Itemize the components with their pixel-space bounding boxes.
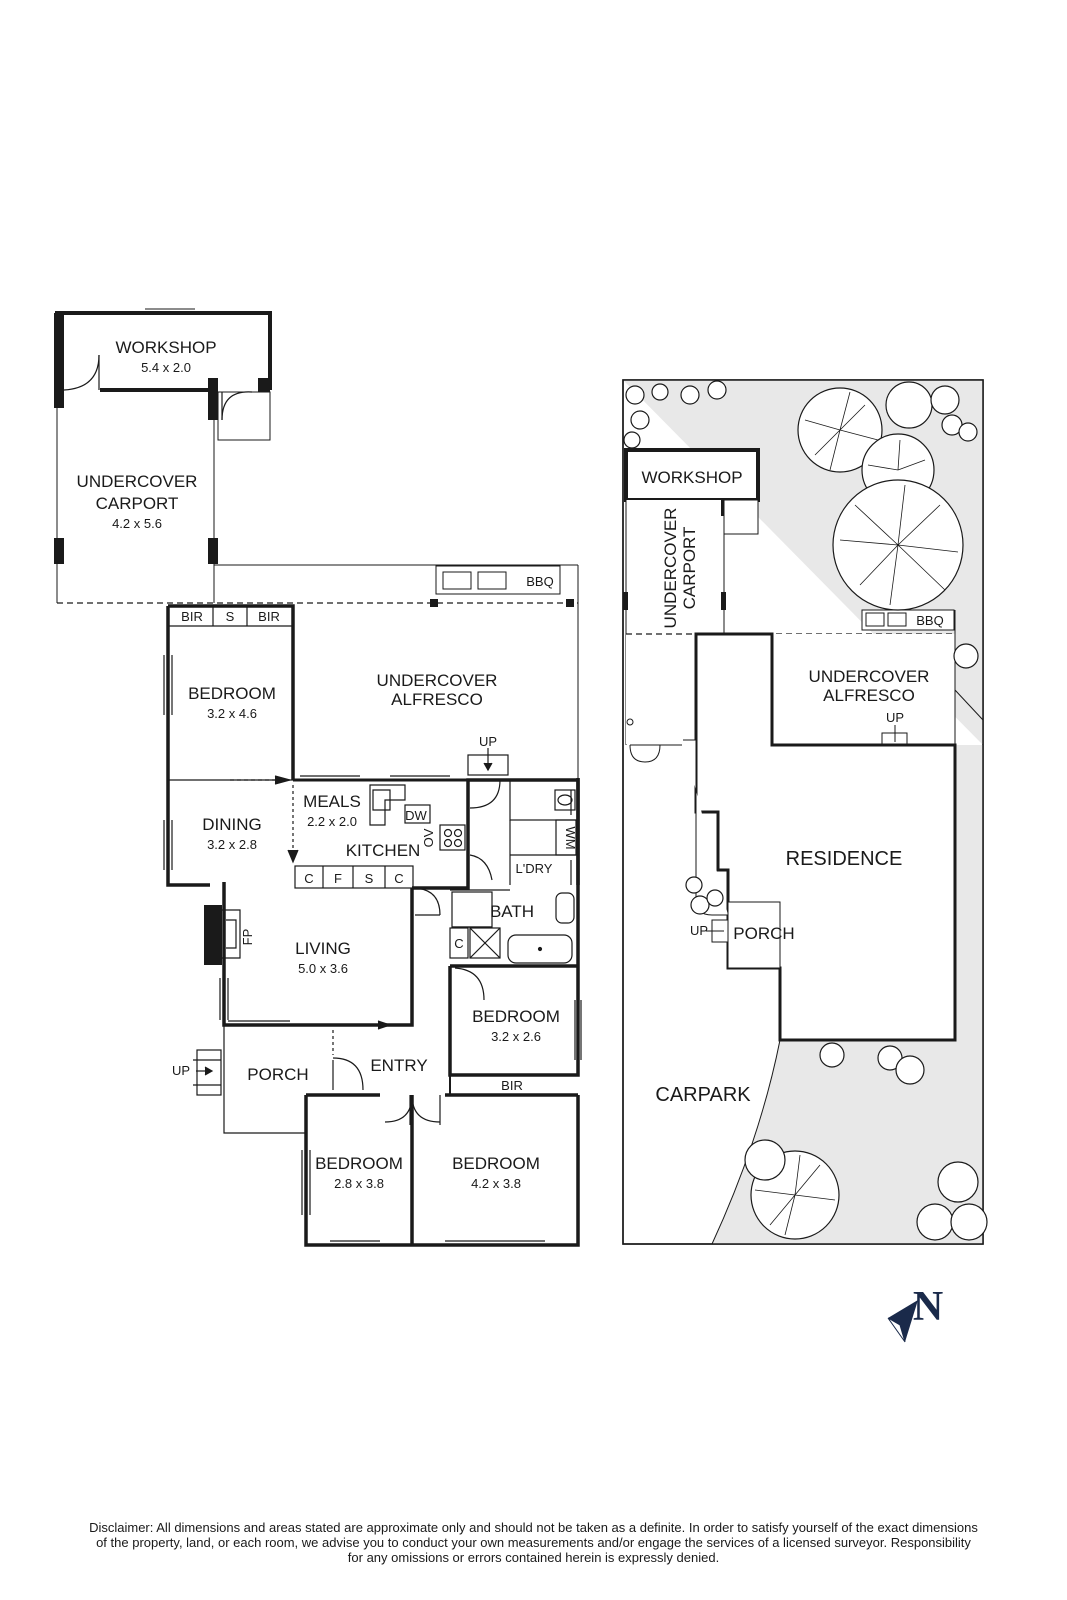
- label-carport-1: UNDERCOVER: [77, 472, 198, 491]
- floor-plan-labels: WORKSHOP 5.4 x 2.0 UNDERCOVER CARPORT 4.…: [77, 338, 578, 1191]
- carport-area: [54, 408, 579, 778]
- north-compass[interactable]: N: [887, 1284, 943, 1343]
- site-label-carpark: CARPARK: [655, 1084, 751, 1106]
- label-bir-1: BIR: [181, 609, 203, 624]
- compass-north-letter: N: [913, 1284, 943, 1330]
- label-dining: DINING: [202, 815, 262, 834]
- dims-bedroom-3: 2.8 x 3.8: [334, 1176, 384, 1191]
- label-up-alfresco: UP: [479, 734, 497, 749]
- site-label-bbq: BBQ: [916, 613, 943, 628]
- label-porch: PORCH: [247, 1065, 308, 1084]
- dims-bedroom-4: 4.2 x 3.8: [471, 1176, 521, 1191]
- site-plan: [622, 379, 988, 1245]
- disclaimer-line-1: Disclaimer: All dimensions and areas sta…: [89, 1520, 978, 1535]
- site-label-up-alfresco: UP: [886, 710, 904, 725]
- label-up-porch: UP: [172, 1063, 190, 1078]
- label-fireplace: FP: [240, 929, 255, 946]
- site-label-alfresco-2: ALFRESCO: [823, 686, 915, 705]
- site-label-carport-1: UNDERCOVER: [661, 508, 680, 629]
- label-kitchen: KITCHEN: [346, 841, 421, 860]
- dims-workshop: 5.4 x 2.0: [141, 360, 191, 375]
- label-bir-2: BIR: [258, 609, 280, 624]
- label-shelf: S: [226, 609, 235, 624]
- house-walls: [166, 604, 580, 1247]
- label-bbq: BBQ: [526, 574, 553, 589]
- label-bath: BATH: [490, 902, 534, 921]
- label-bedroom-4: BEDROOM: [452, 1154, 540, 1173]
- internal-details: [163, 606, 582, 1242]
- label-meals: MEALS: [303, 792, 361, 811]
- dims-meals: 2.2 x 2.0: [307, 814, 357, 829]
- site-label-workshop: WORKSHOP: [641, 468, 742, 487]
- tree-branches: [754, 391, 959, 1236]
- dims-bedroom-1: 3.2 x 4.6: [207, 706, 257, 721]
- label-cupboard-bath: C: [454, 936, 463, 951]
- label-alfresco-1: UNDERCOVER: [377, 671, 498, 690]
- site-label-up-porch: UP: [690, 923, 708, 938]
- dims-bedroom-2: 3.2 x 2.6: [491, 1029, 541, 1044]
- site-label-porch: PORCH: [733, 924, 794, 943]
- label-laundry: L'DRY: [516, 861, 553, 876]
- label-oven: OV: [421, 828, 436, 847]
- site-label-alfresco-1: UNDERCOVER: [809, 667, 930, 686]
- label-alfresco-2: ALFRESCO: [391, 690, 483, 709]
- disclaimer-line-2: of the property, land, or each room, we …: [96, 1535, 971, 1550]
- label-cupboard-1: C: [304, 871, 313, 886]
- disclaimer-line-3: for any omissions or errors contained he…: [347, 1550, 720, 1565]
- label-living: LIVING: [295, 939, 351, 958]
- dims-dining: 3.2 x 2.8: [207, 837, 257, 852]
- label-cupboard-2: C: [394, 871, 403, 886]
- label-bedroom-3: BEDROOM: [315, 1154, 403, 1173]
- site-plan-labels: WORKSHOP UNDERCOVER CARPORT BBQ UNDERCOV…: [641, 468, 943, 1106]
- workshop-room: [54, 308, 272, 441]
- label-sink: S: [365, 871, 374, 886]
- floor-plan: [54, 308, 582, 1247]
- label-bedroom-2: BEDROOM: [472, 1007, 560, 1026]
- disclaimer: Disclaimer: All dimensions and areas sta…: [14, 1520, 1053, 1565]
- label-carport-2: CARPORT: [96, 494, 179, 513]
- dims-carport: 4.2 x 5.6: [112, 516, 162, 531]
- label-workshop: WORKSHOP: [115, 338, 216, 357]
- dims-living: 5.0 x 3.6: [298, 961, 348, 976]
- label-dishwasher: DW: [405, 808, 427, 823]
- label-washing-machine: WM: [563, 826, 578, 849]
- label-bir-3: BIR: [501, 1078, 523, 1093]
- site-label-residence: RESIDENCE: [786, 848, 903, 870]
- label-fridge: F: [334, 871, 342, 886]
- label-bedroom-1: BEDROOM: [188, 684, 276, 703]
- site-label-carport-2: CARPORT: [680, 527, 699, 610]
- label-entry: ENTRY: [370, 1056, 427, 1075]
